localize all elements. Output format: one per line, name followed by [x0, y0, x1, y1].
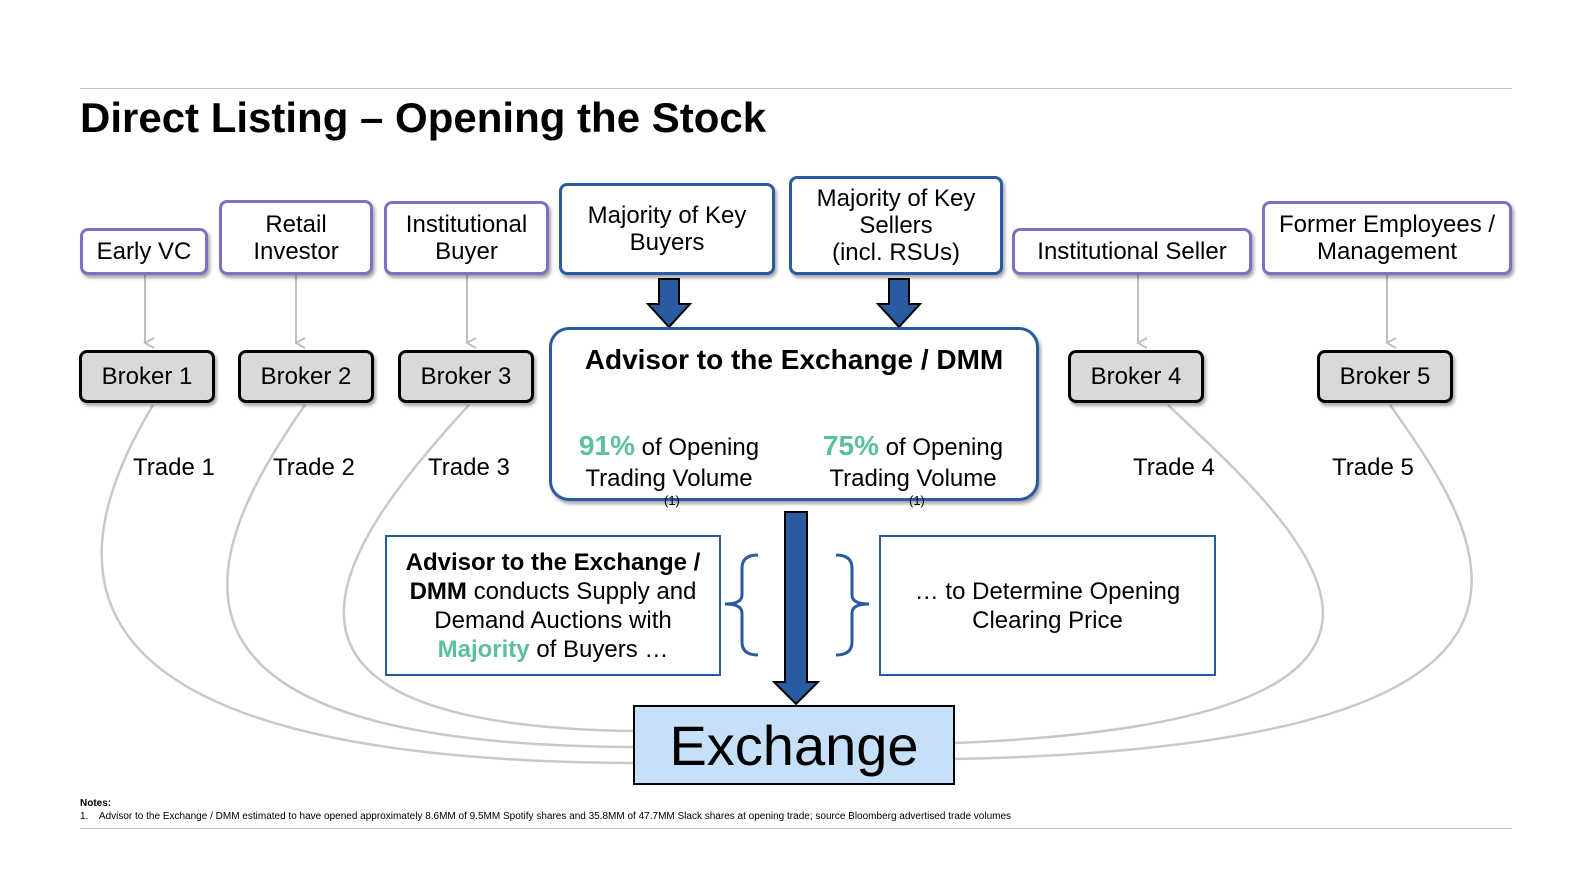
advisor-stat-right-pct: 75%	[822, 430, 879, 461]
party-institutional-buyer-label: Institutional Buyer	[405, 211, 528, 265]
party-institutional-buyer: Institutional Buyer	[384, 201, 549, 275]
auction-body-text: conducts Supply and Demand Auctions with	[434, 577, 697, 634]
left-brace	[724, 553, 759, 657]
advisor-box: Advisor to the Exchange / DMM 91% of Ope…	[549, 327, 1039, 501]
party-former-employees-label: Former Employees / Management	[1278, 211, 1496, 265]
trade-4-label: Trade 4	[1133, 454, 1215, 481]
party-key-sellers-label: Majority of Key Sellers	[816, 185, 976, 239]
advisor-title: Advisor to the Exchange / DMM	[584, 344, 1004, 375]
trade-2-curve	[226, 404, 634, 749]
advisor-stat-right-text-a: of Opening	[885, 434, 1004, 461]
advisor-stat-right: 75% of Opening Trading Volume	[808, 430, 1018, 494]
auction-tail-text: of Buyers …	[536, 635, 669, 663]
bottom-divider	[80, 828, 1512, 829]
clearing-price-box: … to Determine Opening Clearing Price	[879, 535, 1216, 676]
notes-section: Notes: 1. Advisor to the Exchange / DMM …	[80, 797, 1011, 823]
trade-5-curve	[954, 404, 1473, 761]
clearing-price-text: … to Determine Opening Clearing Price	[914, 577, 1181, 634]
trade-1-label: Trade 1	[133, 454, 215, 481]
advisor-stat-left-text-a: of Opening	[641, 434, 760, 461]
party-institutional-seller: Institutional Seller	[1012, 228, 1252, 275]
arrow-key-sellers-down	[875, 278, 923, 329]
broker-5: Broker 5	[1317, 350, 1453, 403]
party-former-employees: Former Employees / Management	[1262, 201, 1512, 275]
party-key-buyers: Majority of Key Buyers	[559, 183, 775, 275]
party-retail-investor-label: Retail Investor	[253, 210, 339, 265]
page-title: Direct Listing – Opening the Stock	[80, 94, 767, 141]
trade-3-curve	[342, 404, 634, 733]
notes-item-number: 1.	[80, 811, 89, 822]
party-early-vc: Early VC	[80, 228, 208, 275]
trade-4-curve	[954, 404, 1324, 745]
party-retail-investor: Retail Investor	[219, 200, 373, 275]
advisor-stat-left-pct: 91%	[578, 430, 635, 461]
auction-description-text: Advisor to the Exchange / DMM conducts S…	[397, 548, 709, 664]
notes-heading: Notes:	[80, 798, 112, 809]
broker-3: Broker 3	[398, 350, 534, 403]
right-brace	[835, 553, 870, 657]
trade-2-label: Trade 2	[273, 454, 355, 481]
party-key-buyers-label: Majority of Key Buyers	[587, 202, 747, 256]
notes-item-text: Advisor to the Exchange / DMM estimated …	[98, 811, 1012, 822]
auction-bold-text: Advisor to the Exchange / DMM	[405, 548, 701, 605]
exchange-box: Exchange	[633, 705, 955, 785]
top-divider	[80, 88, 1512, 89]
trade-5-label: Trade 5	[1332, 454, 1414, 481]
broker-1: Broker 1	[79, 350, 215, 403]
trade-3-label: Trade 3	[428, 454, 510, 481]
broker-2: Broker 2	[238, 350, 374, 403]
broker-4: Broker 4	[1068, 350, 1204, 403]
party-key-sellers-note: (incl. RSUs)	[831, 239, 960, 266]
arrow-advisor-to-exchange	[771, 511, 821, 706]
notes-item: 1. Advisor to the Exchange / DMM estimat…	[80, 810, 1011, 823]
footnote-ref-left: (1)	[664, 493, 680, 508]
advisor-stat-left: 91% of Opening Trading Volume	[564, 430, 774, 494]
auction-description-box: Advisor to the Exchange / DMM conducts S…	[385, 535, 721, 676]
arrow-key-buyers-down	[645, 278, 693, 329]
party-institutional-seller-label: Institutional Seller	[1037, 238, 1227, 265]
party-early-vc-label: Early VC	[96, 238, 192, 265]
footnote-ref-right: (1)	[909, 493, 925, 508]
auction-highlight-text: Majority	[437, 635, 530, 663]
advisor-stat-right-text-b: Trading Volume	[829, 465, 997, 492]
trade-1-curve	[100, 404, 634, 765]
advisor-stat-left-text-b: Trading Volume	[585, 465, 753, 492]
party-key-sellers: Majority of Key Sellers (incl. RSUs)	[789, 176, 1003, 275]
